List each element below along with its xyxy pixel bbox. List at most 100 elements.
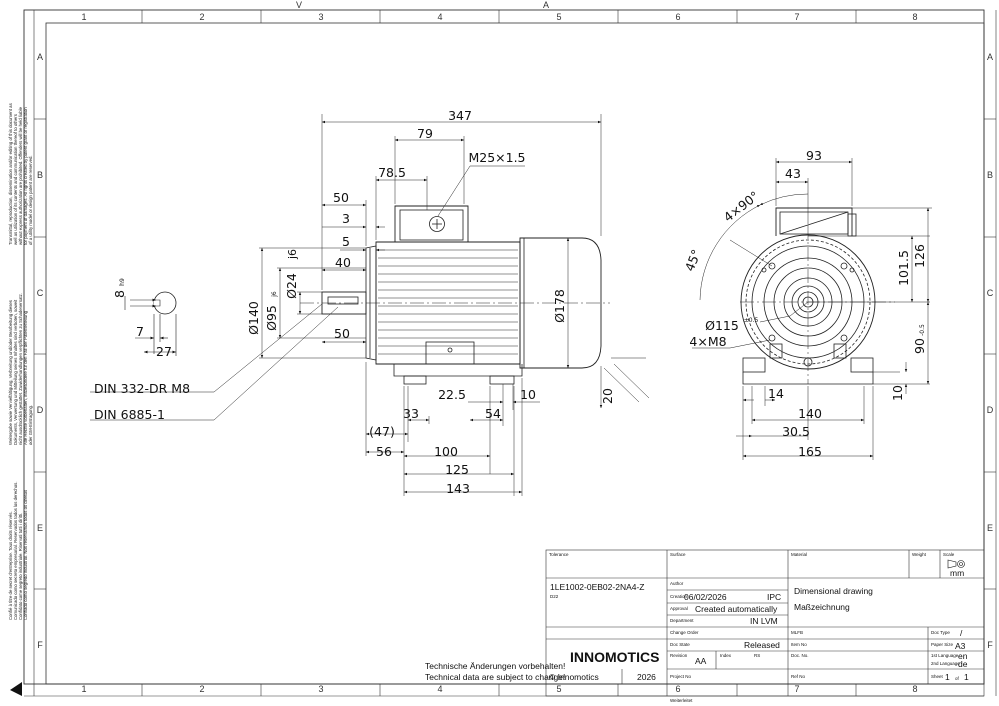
creation-org: IPC (767, 592, 781, 602)
dim-50-top: 50 (333, 190, 349, 205)
revision-value: AA (695, 656, 707, 666)
dim-143: 143 (446, 481, 470, 496)
dim-22-5: 22.5 (438, 387, 466, 402)
svg-text:well as utilization of its con: well as utilization of its contents and … (13, 114, 18, 245)
dim-140-front: 140 (798, 406, 822, 421)
dim-56: 56 (376, 444, 392, 459)
svg-text:7: 7 (794, 684, 799, 694)
dim-d115: Ø115 (705, 318, 739, 333)
title-block-text: Tolerance Surface Material Weight Scale … (425, 552, 969, 703)
dim-14: 14 (768, 386, 784, 401)
dim-10-side: 10 (520, 387, 536, 402)
motor-front-view (740, 207, 895, 385)
approval-value: Created automatically (695, 604, 778, 614)
copyright: © Innomotics (549, 672, 599, 682)
index-label: Index (720, 653, 732, 658)
svg-text:8: 8 (912, 12, 917, 22)
dim-79: 79 (417, 126, 433, 141)
dim-4xm8: 4×M8 (689, 334, 726, 349)
side-view-dimensions (90, 114, 650, 496)
dim-key-8-tol: h9 (119, 278, 126, 286)
svg-text:oder GM-Eintragung.: oder GM-Eintragung. (28, 405, 33, 445)
dim-126: 126 (912, 244, 927, 268)
project-no-label: Project No (670, 674, 692, 679)
paper-size-value: A3 (955, 641, 966, 651)
dim-20: 20 (600, 388, 615, 404)
lang1-label: 1st Language (931, 653, 959, 658)
dim-90-tol: -0.5 (919, 324, 926, 336)
doc-state-value: Released (744, 640, 780, 650)
dim-key-8: 8 (112, 290, 127, 298)
dim-54: 54 (485, 406, 501, 421)
surface-label: Surface (670, 552, 686, 557)
sheet-label: Sheet (931, 674, 944, 679)
mlfb-label: MLFB (791, 630, 803, 635)
svg-text:1: 1 (81, 12, 86, 22)
dim-125: 125 (445, 462, 469, 477)
item-no-label: Item No (791, 642, 807, 647)
svg-text:E: E (37, 523, 43, 533)
svg-text:F: F (37, 640, 43, 650)
callout-din-332: DIN 332-DR M8 (94, 381, 190, 396)
front-view-dimension-labels: 93 43 4×90° 45° Ø115 ±0.5 4×M8 101.5 126… (682, 148, 927, 459)
front-view-dimensions (692, 158, 932, 460)
shaft-key-labels: 8 h9 7 27 (112, 278, 172, 359)
sheet-no: 1 (945, 672, 950, 682)
svg-text:D: D (987, 405, 994, 415)
note-technical-de: Technische Änderungen vorbehalten! (425, 661, 565, 671)
title-en: Dimensional drawing (794, 586, 873, 596)
title-de: Maßzeichnung (794, 602, 850, 612)
dim-d95-tol: j6 (271, 291, 278, 298)
ref-no-label: Ref No (791, 674, 806, 679)
svg-text:A: A (543, 0, 549, 10)
svg-text:5: 5 (556, 684, 561, 694)
dim-d24: Ø24 (284, 273, 299, 299)
svg-text:Confidato come segreto industr: Confidato come segreto industriale. Rise… (18, 513, 23, 620)
creation-date: 06/02/2026 (684, 592, 727, 602)
lang1-value: en (958, 651, 968, 661)
weight-label: Weight (912, 552, 927, 557)
doc-type-value: / (960, 628, 963, 638)
scale-label: Scale (943, 552, 955, 557)
dim-100: 100 (434, 444, 458, 459)
dim-33: 33 (403, 406, 419, 421)
zone-labels: 1 2 3 4 5 6 7 8 V A 1 2 3 4 5 6 7 8 A B … (37, 0, 994, 694)
svg-text:of a utility model or design p: of a utility model or design patent are … (28, 155, 33, 245)
dim-30-5: 30.5 (782, 424, 810, 439)
dim-101-5: 101.5 (896, 250, 911, 286)
dim-3: 3 (342, 211, 350, 226)
svg-text:Weitergabe sowie Vervielfältig: Weitergabe sowie Vervielfältigung, Verbr… (8, 300, 13, 445)
dim-d95: Ø95 (264, 305, 279, 331)
dim-78-5: 78.5 (378, 165, 406, 180)
svg-text:Comunicado como secreto empres: Comunicado como secreto empresarial. Res… (13, 481, 18, 620)
dim-47: (47) (369, 424, 395, 439)
note-technical-en: Technical data are subject to change! (425, 672, 565, 682)
svg-text:V: V (296, 0, 302, 10)
paper-size-label: Paper Size (931, 642, 954, 647)
dim-m25: M25×1.5 (468, 150, 525, 165)
index-value: RS (754, 653, 760, 658)
svg-text:Confiado como segredo industri: Confiado como segredo industrial. Nós re… (23, 490, 28, 620)
svg-text:D: D (37, 405, 44, 415)
svg-text:Dokuments, Verwertung und Mitt: Dokuments, Verwertung und Mitteilung sei… (13, 299, 18, 445)
innomotics-logo: INNOMOTICS (570, 649, 659, 665)
svg-text:2: 2 (199, 684, 204, 694)
motor-side-view (300, 205, 610, 385)
dim-45deg: 45° (682, 247, 704, 273)
material-label: Material (791, 552, 807, 557)
svg-text:8: 8 (912, 684, 917, 694)
dim-43: 43 (785, 166, 801, 181)
status-footer: Weiterleitet (670, 698, 693, 703)
svg-text:3: 3 (318, 12, 323, 22)
approval-label: Approval (670, 606, 688, 611)
dim-d115-tol: ±0.5 (744, 317, 759, 324)
dim-90: 90 (912, 338, 927, 354)
doc-state-label: Doc State (670, 642, 690, 647)
part-sub: D22 (550, 594, 559, 599)
svg-text:without express authorization: without express authorization are prohib… (18, 106, 23, 245)
revision-label: Revision (670, 653, 688, 658)
svg-text:7: 7 (794, 12, 799, 22)
callout-din-6885: DIN 6885-1 (94, 407, 165, 422)
dim-key-7: 7 (136, 324, 144, 339)
svg-text:4: 4 (437, 12, 442, 22)
